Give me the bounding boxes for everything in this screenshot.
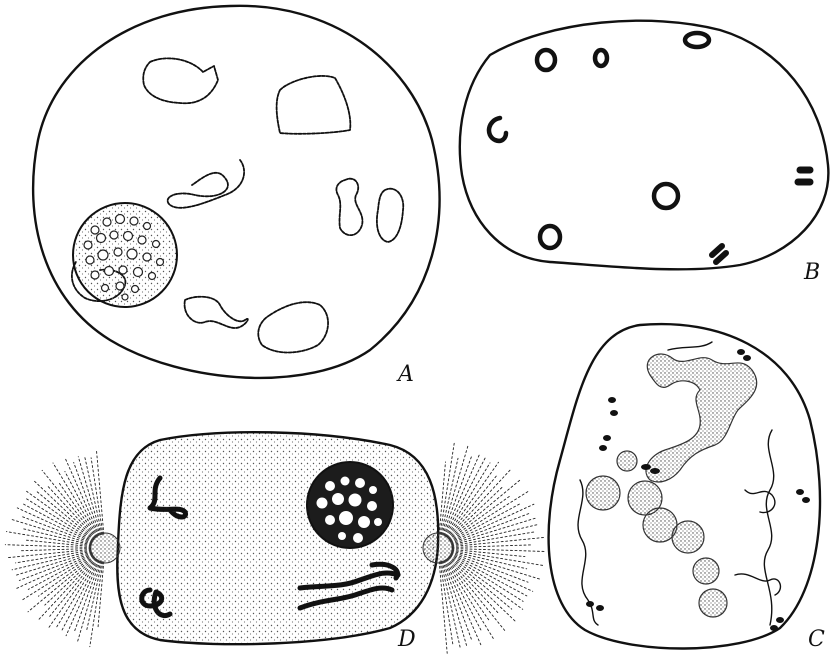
aster-ray [11,519,92,544]
chromosome-a4 [336,179,362,235]
aster-ray [50,559,96,616]
aster-ray [5,545,91,548]
aster-ray [449,556,522,609]
chromatin-threads-c [586,354,757,617]
panel-label-a: A [398,362,414,387]
aster-ray [450,555,523,601]
aster-ray [450,491,529,541]
aster-ray [447,474,498,537]
chromosome-a5 [377,189,403,242]
aster-ray [452,524,539,544]
aster-ray [439,462,445,534]
aster-ray [448,469,511,537]
aster-ray [445,560,494,640]
aster-ray [27,491,94,540]
aster-ray [451,554,533,592]
aster-rays-right [439,441,545,653]
aster-ray [452,549,525,556]
aster-ray [19,553,92,581]
aster-ray [451,518,535,544]
aster-ray [74,561,100,632]
aster-ray [90,562,103,647]
aster-ray [440,441,454,534]
chromosome-a6 [185,297,248,328]
aster-ray [6,532,91,546]
aster-ray [440,562,453,646]
panel-label-d: D [398,627,416,652]
panel-label-c: C [808,627,825,652]
aster-ray [91,458,103,534]
aster-ray [451,513,530,543]
aster-ray [452,551,527,569]
aster-ray [98,562,104,628]
aster-rays-left [5,451,104,647]
aster-ray [446,462,498,536]
nucleolus-a [73,203,177,307]
aster-ray [451,504,534,542]
centrosome-left [90,533,120,563]
aster-ray [38,556,93,596]
aster-ray [448,558,515,622]
aster-ray [451,552,540,579]
aster-ray [16,550,92,563]
aster-ray [22,516,92,543]
cell-d-outline [117,432,438,644]
aster-ray [443,457,472,535]
aster-ray [49,559,97,627]
aster-ray [452,545,531,548]
chromosome-a7 [258,302,328,352]
cell-b-outline [460,21,829,270]
aster-ray [74,463,101,535]
chromosome-pairs-b [489,33,810,262]
chromosome-a1 [143,58,218,103]
nucleolus-d [307,462,393,548]
panel-a [33,6,439,378]
panel-b [460,21,829,270]
aster-ray [452,550,545,565]
aster-ray [443,561,472,640]
aster-ray [61,560,98,631]
panel-c [549,324,820,648]
chromosome-a3 [168,160,245,208]
panel-label-b: B [804,260,820,285]
aster-ray [12,551,91,570]
chromosome-a2 [277,76,351,134]
panel-d [5,432,545,653]
cell-a-outline [33,6,439,378]
centrosome-right [423,533,453,563]
